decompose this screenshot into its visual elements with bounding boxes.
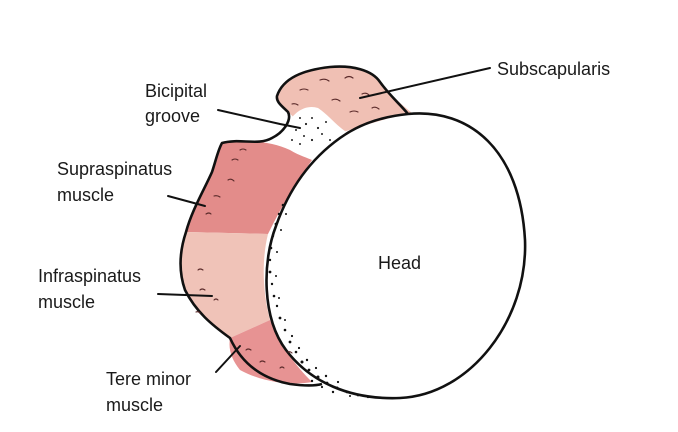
supraspinatus-region (186, 141, 312, 234)
tuberosity-outline (179, 65, 410, 387)
tere-minor-label-line2: muscle (106, 395, 163, 415)
head-edge-stipple (268, 203, 370, 399)
bicipital-groove-leader (217, 109, 301, 129)
subscapularis-leader (359, 67, 491, 99)
tere-minor-region (229, 320, 312, 384)
head-label: Head (378, 253, 421, 273)
humeral-head (265, 112, 527, 400)
groove-stipple (291, 117, 331, 145)
supraspinatus-label-line1: Supraspinatus (57, 159, 172, 179)
supraspinatus-leader (167, 195, 206, 207)
infraspinatus-leader (157, 293, 213, 297)
supraspinatus-label-line2: muscle (57, 185, 114, 205)
infraspinatus-label-line1: Infraspinatus (38, 266, 141, 286)
infraspinatus-region (180, 232, 270, 338)
infraspinatus-label-line2: muscle (38, 292, 95, 312)
bicipital-groove-region (285, 106, 350, 156)
tere-minor-label-line1: Tere minor (106, 369, 191, 389)
bicipital-groove-label-line2: groove (145, 106, 200, 126)
tere-minor-leader (215, 345, 241, 373)
subscapularis-label: Subscapularis (497, 59, 610, 79)
muscle-hatching (195, 75, 380, 369)
bicipital-groove-label-line1: Bicipital (145, 81, 207, 101)
